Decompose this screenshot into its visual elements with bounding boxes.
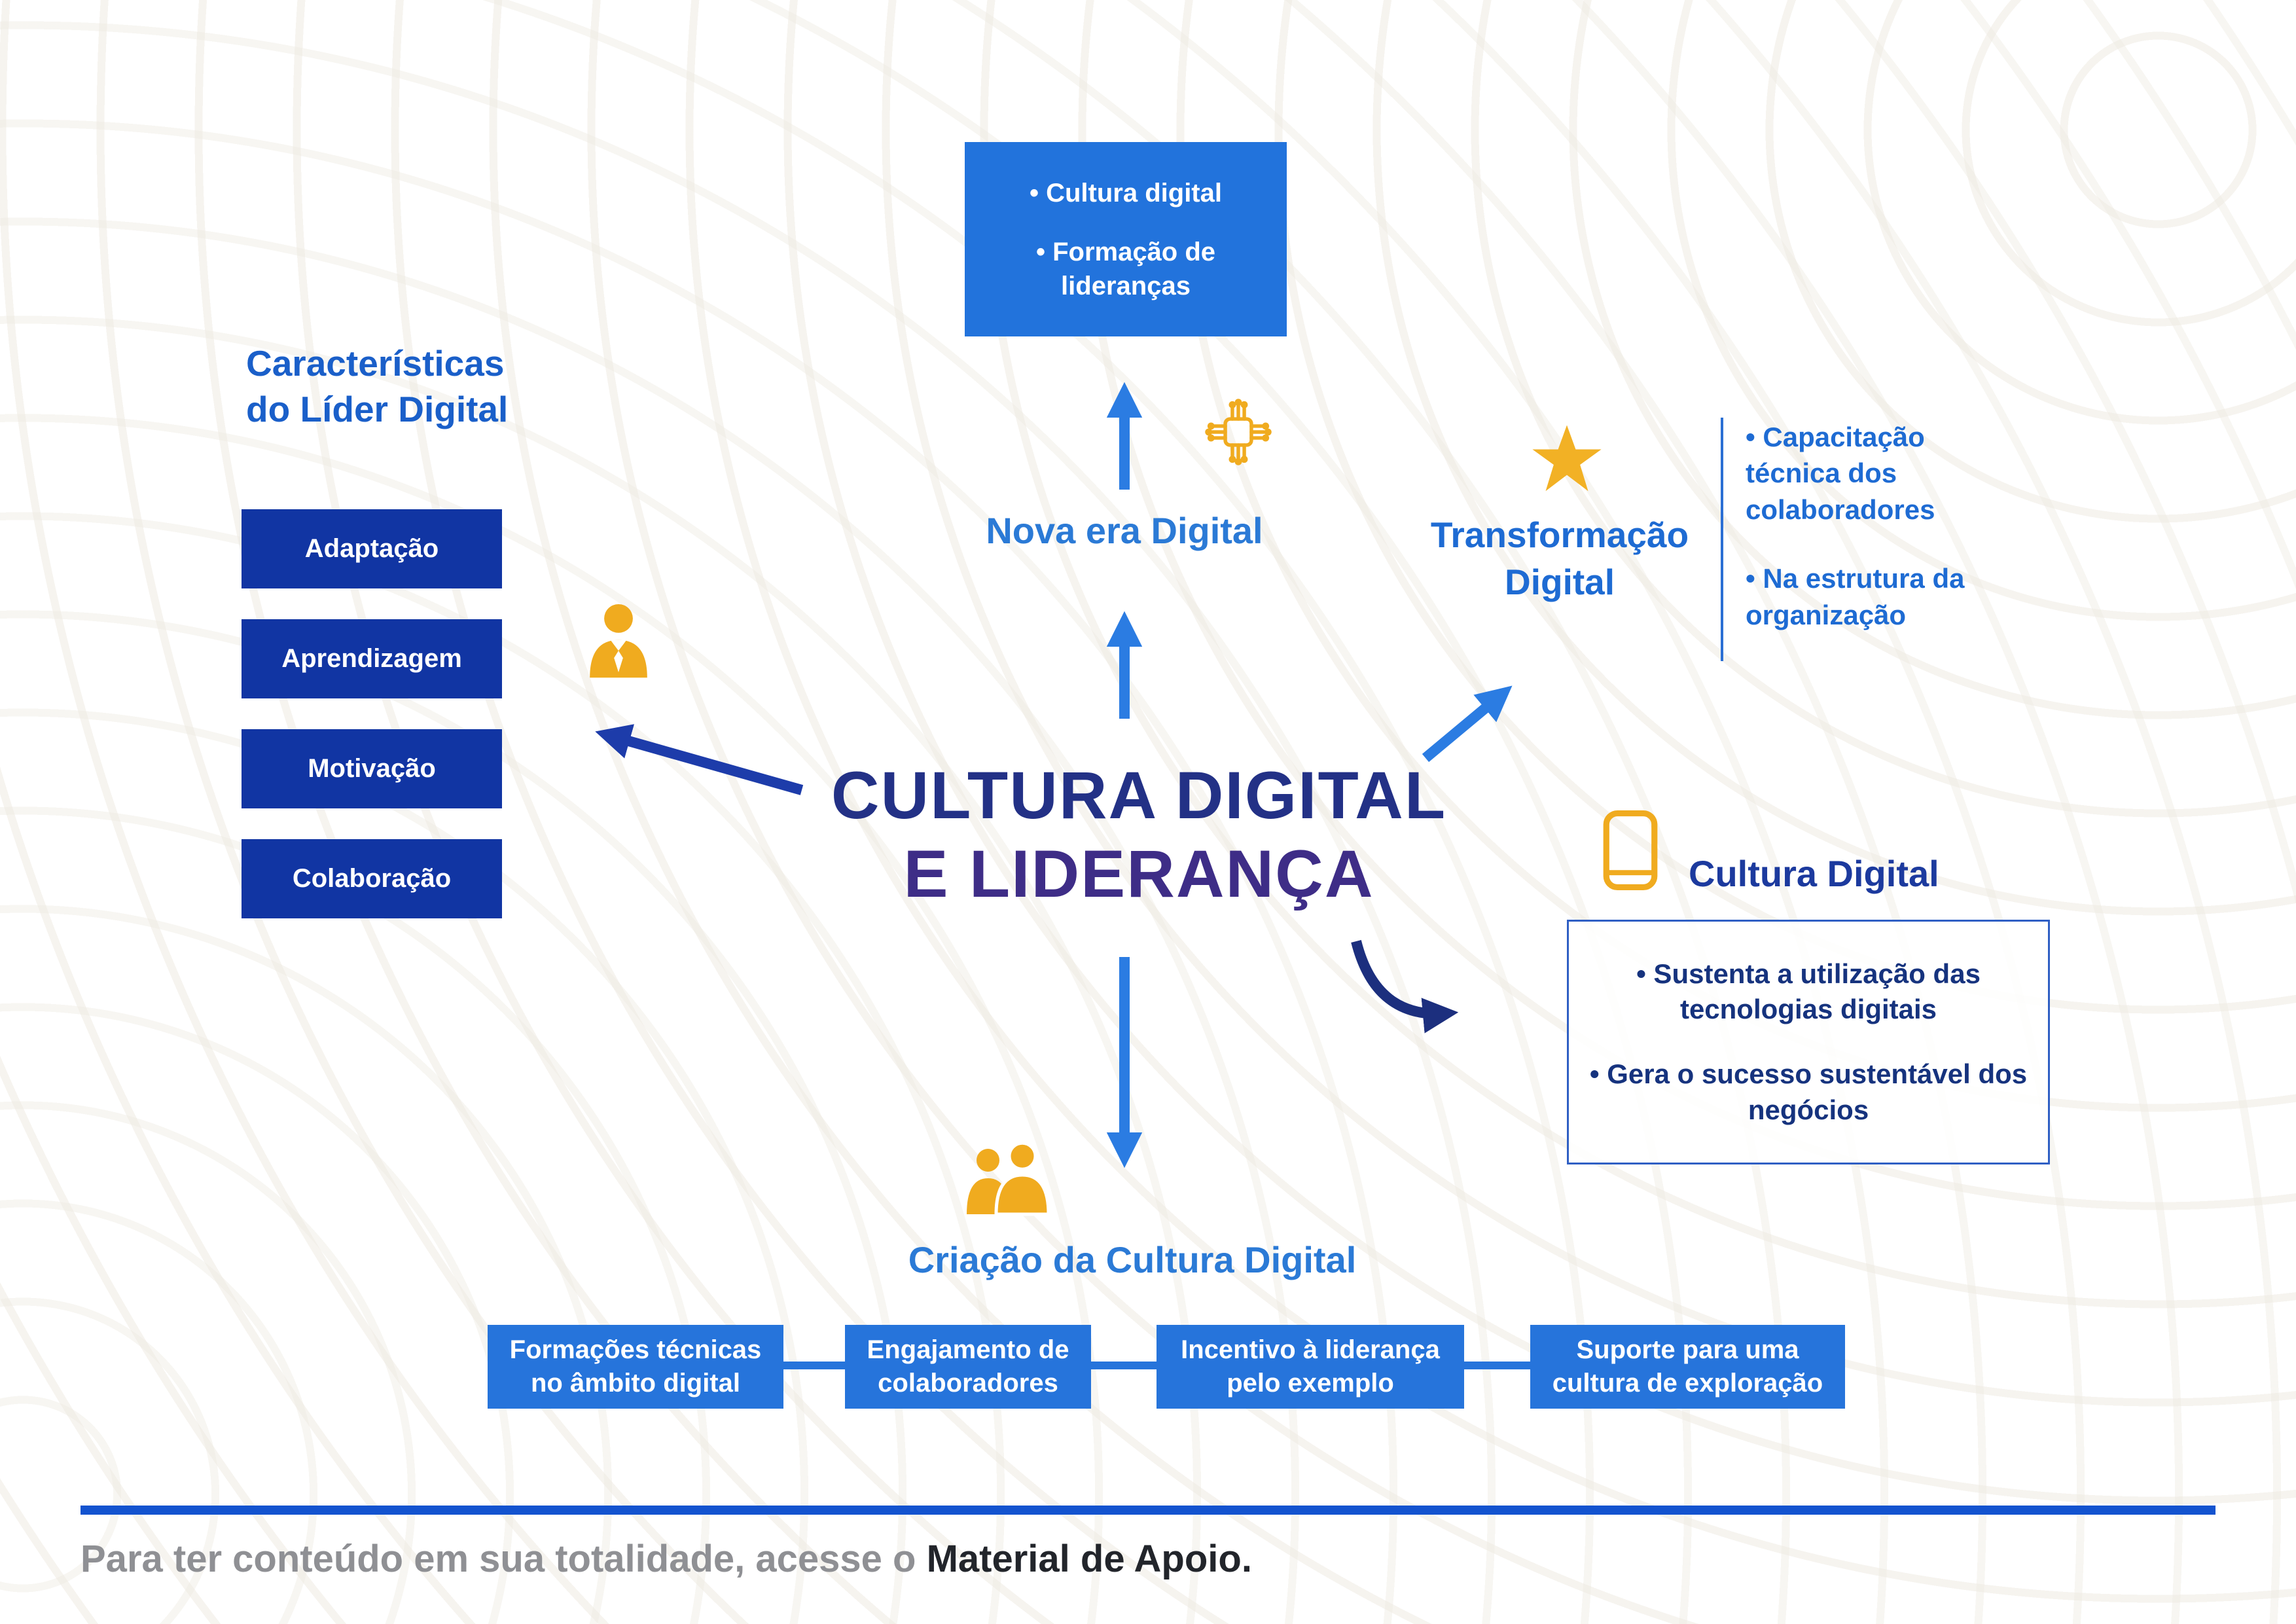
- main-title-line: E LIDERANÇA: [903, 837, 1374, 912]
- main-title: CULTURA DIGITAL E LIDERANÇA: [779, 756, 1499, 914]
- star-icon: [1532, 425, 1602, 492]
- leader-traits-heading: Características do Líder Digital: [246, 343, 509, 430]
- footer-note-gray: Para ter conteúdo em sua totalidade, ace…: [81, 1538, 927, 1580]
- cultura-digital-box: • Sustenta a utilização das tecnologias …: [1567, 920, 2050, 1164]
- divider-line: [1721, 418, 1723, 661]
- trait-box-adaptacao: Adaptação: [242, 509, 502, 588]
- people-icon: [967, 1141, 1050, 1216]
- nova-era-digital-label: Nova era Digital: [986, 510, 1263, 551]
- cultura-digital-bullet: • Gera o sucesso sustentável dos negócio…: [1589, 1058, 2028, 1125]
- trait-box-motivacao: Motivação: [242, 729, 502, 808]
- transformacao-bullet: • Na estrutura da organização: [1746, 563, 1965, 630]
- criacao-cultura-label: Criação da Cultura Digital: [908, 1239, 1357, 1280]
- transformacao-bullet: • Capacitação técnica dos colaboradores: [1746, 422, 1935, 525]
- footer-divider: [81, 1506, 2215, 1515]
- arrow-center-to-cultura-digital: [1351, 940, 1459, 1034]
- topic-item: • Formação de lideranças: [1035, 237, 1216, 300]
- main-title-line: CULTURA DIGITAL: [831, 758, 1447, 833]
- action-box-formacoes: Formações técnicas no âmbito digital: [488, 1325, 783, 1409]
- trait-box-colaboracao: Colaboração: [242, 839, 502, 918]
- cultura-digital-bullet: • Sustenta a utilização das tecnologias …: [1636, 958, 1981, 1025]
- cultura-digital-label: Cultura Digital: [1689, 853, 1939, 894]
- circuit-chip-icon: [1205, 399, 1272, 465]
- arrow-center-to-left: [595, 724, 804, 795]
- action-box-suporte: Suporte para uma cultura de exploração: [1530, 1325, 1845, 1409]
- trait-box-aprendizagem: Aprendizagem: [242, 619, 502, 698]
- mobile-device-icon: [1603, 810, 1658, 891]
- action-box-incentivo: Incentivo à liderança pelo exemplo: [1157, 1325, 1464, 1409]
- footer-note: Para ter conteúdo em sua totalidade, ace…: [81, 1537, 2175, 1581]
- business-person-icon: [590, 604, 647, 678]
- footer-note-bold: Material de Apoio.: [926, 1538, 1252, 1580]
- nova-era-topics-box: • Cultura digital • Formação de lideranç…: [965, 142, 1287, 336]
- transformacao-digital-label: Transformação Digital: [1430, 514, 1689, 602]
- action-box-engajamento: Engajamento de colaboradores: [845, 1325, 1091, 1409]
- topic-item: • Cultura digital: [1029, 178, 1222, 208]
- arrow-center-to-transformacao: [1422, 685, 1513, 763]
- transformacao-bullets: • Capacitação técnica dos colaboradores …: [1746, 419, 1988, 666]
